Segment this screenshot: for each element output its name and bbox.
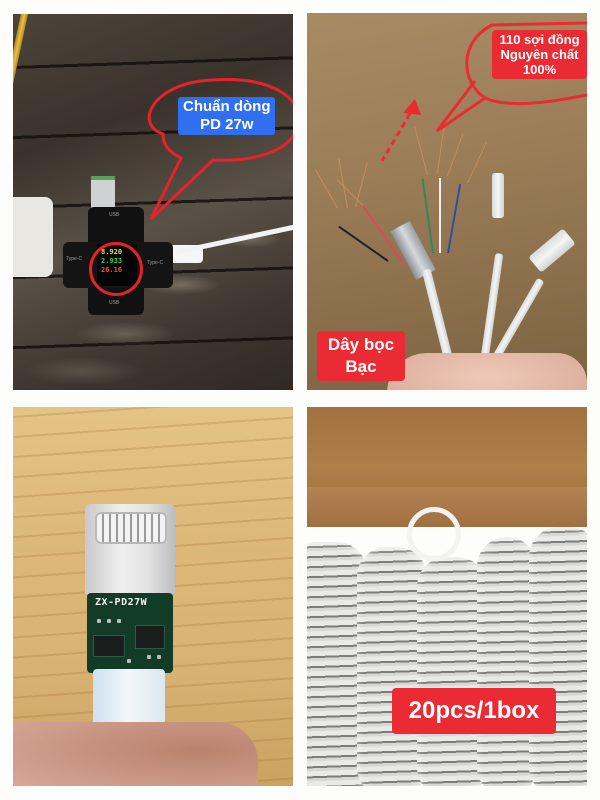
- cable-bundle: [477, 537, 537, 786]
- finger: [13, 722, 258, 786]
- chip: [93, 635, 125, 657]
- meter-port-label: Type-C: [147, 260, 164, 266]
- callout-quantity: 20pcs/1box: [392, 688, 556, 734]
- speech-bubble: [147, 78, 293, 221]
- meter-port-label: USB: [109, 300, 120, 306]
- pcb-marking: ZX-PD27W: [95, 597, 148, 608]
- lightning-plug: [492, 173, 504, 218]
- cable-bundle: [357, 547, 427, 786]
- hand: [387, 353, 587, 390]
- callout-copper: 110 sợi đồng Nguyên chất 100%: [492, 30, 587, 79]
- highlight-circle: [89, 242, 143, 296]
- cable-bundle: [529, 527, 587, 786]
- callout-label: Chuẩn dòng PD 27w: [178, 97, 276, 135]
- chip: [135, 625, 165, 649]
- photo-stripped-cable: 110 sợi đồng Nguyên chất 100% Dây bọc Bạ…: [307, 13, 587, 390]
- cable-bundle: [417, 557, 487, 786]
- coiled-cable: [407, 507, 461, 561]
- usb-a-plug: [91, 176, 115, 208]
- speech-bubble: [380, 21, 587, 162]
- meter-port-label: USB: [109, 212, 120, 218]
- lightning-connector: [85, 504, 175, 594]
- stone-background: [13, 14, 293, 390]
- meter-port-label: Type-C: [66, 256, 83, 262]
- pcb-board: ZX-PD27W: [87, 593, 173, 673]
- photo-usb-tester: USB Type-C Type-C USB 8.920 2.933 26.16 …: [13, 14, 293, 390]
- photo-lightning-pcb: ZX-PD27W: [13, 407, 293, 786]
- white-wire: [439, 178, 441, 253]
- wall-charger: [13, 197, 53, 277]
- photo-cable-box: 20pcs/1box: [307, 407, 587, 786]
- callout-silver-shield: Dây bọc Bạc: [317, 331, 405, 381]
